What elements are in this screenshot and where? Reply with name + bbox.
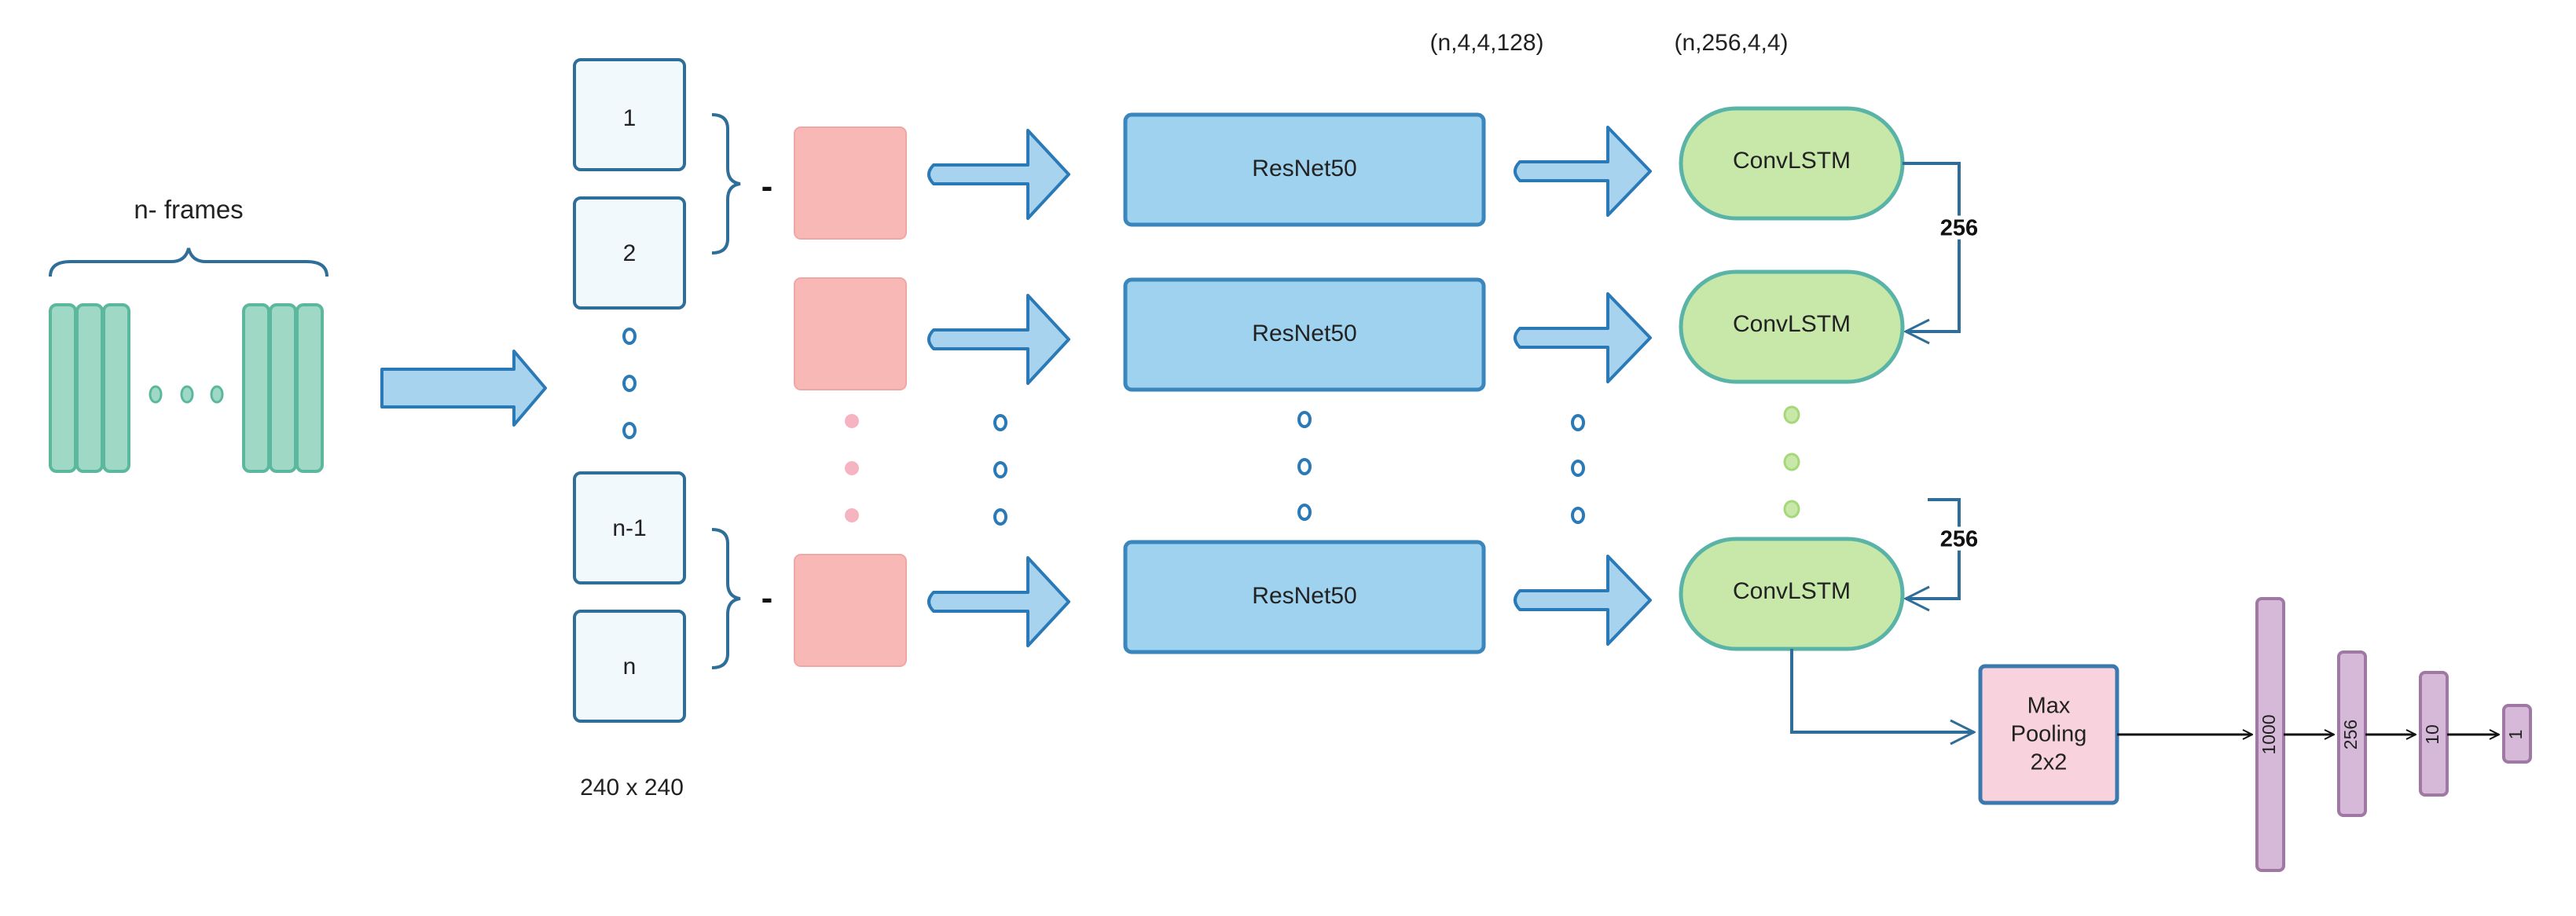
arrow-resnet-to-lstm-1 [1514,126,1652,217]
minus-sign-bottom: - [761,579,773,617]
frame-box-n-minus-1 [573,471,686,584]
max-pooling-label-line-1: Max [2027,694,2071,719]
n-frames-brace [49,247,328,277]
difference-frames [794,126,907,667]
dense-layer-1 [2502,704,2532,764]
frame-box-2 [573,196,686,310]
lstm-output-shape: (n,256,4,4) [1674,30,1788,56]
pair-brace-top [711,113,741,255]
arrows-to-resnet [927,129,1070,647]
resnet-output-shape: (n,4,4,128) [1429,30,1543,56]
frame-strip-right [242,303,324,473]
recurrent-connection-n [1906,498,1961,599]
resnet-block-1 [1123,112,1486,227]
dense-layer-10-label: 10 [2422,724,2442,745]
resnet-blocks: ResNet50 ResNet50 ResNet50 [1123,112,1486,654]
difference-frame-dots [845,414,859,522]
minus-sign-top: - [761,167,773,206]
frame-box-1 [573,58,686,171]
frame-box-ellipsis-dots [622,328,637,439]
frame-box-n-minus-1-label: n-1 [612,515,646,541]
arrow-diff-to-resnet-n [927,556,1070,647]
arrow-resnet-to-lstm-n [1514,555,1652,646]
convlstm-block-2-label: ConvLSTM [1733,311,1851,337]
resnet-block-1-label: ResNet50 [1252,156,1356,181]
arrow-ellipsis-dots [993,414,1007,526]
arrow-resnet-to-lstm-2 [1514,292,1652,383]
difference-frame-n [794,554,907,667]
dense-layer-256-label: 256 [2340,720,2361,749]
resnet-block-n [1123,540,1486,654]
convlstm-block-n-label: ConvLSTM [1733,578,1851,604]
lstm-to-pooling-connector [1790,649,1974,732]
frame-box-n [573,610,686,723]
convlstm-block-2 [1679,269,1905,384]
input-frames-group: n- frames [49,195,328,473]
hidden-size-label-1: 256 [1940,216,1978,241]
frame-box-n-label: n [623,654,637,680]
frame-strip-left [49,303,130,473]
frame-size-label: 240 x 240 [580,775,684,801]
hidden-size-label-n: 256 [1940,527,1978,552]
input-arrow [380,350,547,427]
n-frames-label: n- frames [134,195,243,224]
pair-brace-bottom [711,528,741,669]
convlstm-blocks: ConvLSTM ConvLSTM ConvLSTM [1679,106,1905,651]
convlstm-block-1-label: ConvLSTM [1733,148,1851,174]
arrow-diff-to-resnet-2 [927,294,1070,385]
difference-frame-1 [794,126,907,240]
resnet-block-2 [1123,277,1486,392]
convlstm-ellipsis-dots [1783,405,1800,518]
frame-box-2-label: 2 [623,240,637,266]
dense-layer-1000-label: 1000 [2259,714,2279,754]
dense-layer-1-label: 1 [2505,730,2526,740]
recurrent-connection-1 [1903,162,1961,332]
difference-frame-2 [794,277,907,390]
frame-box-1-label: 1 [623,105,637,131]
max-pooling-label-line-2: Pooling [2011,722,2087,747]
frame-boxes: 1 2 n-1 n 240 x 240 [573,58,686,801]
arrow-diff-to-resnet-1 [927,129,1070,220]
lstm-arrow-ellipsis-dots [1571,414,1585,524]
max-pooling-label-line-3: 2x2 [2031,750,2068,775]
resnet-block-n-label: ResNet50 [1252,583,1356,609]
frame-ellipsis-dots [149,385,224,404]
resnet-ellipsis-dots [1297,411,1312,521]
arrows-to-convlstm [1514,126,1652,646]
resnet-block-2-label: ResNet50 [1252,321,1356,346]
